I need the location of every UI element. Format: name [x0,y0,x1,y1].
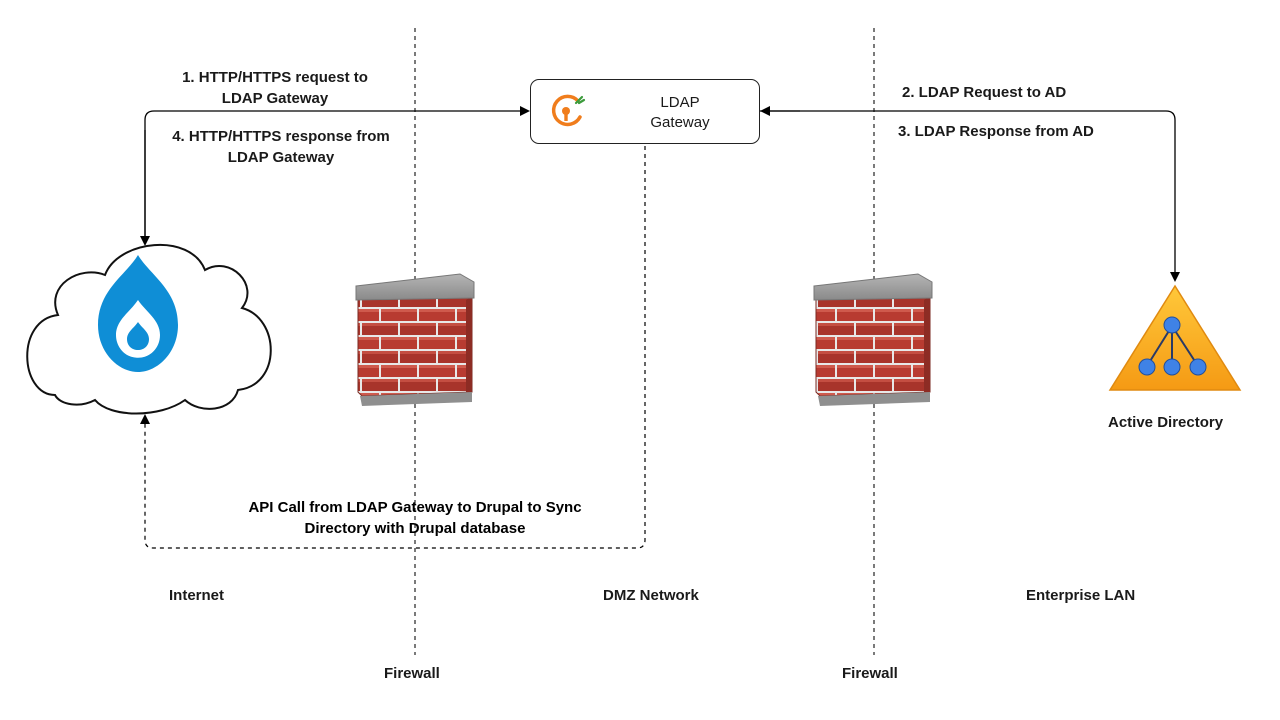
brick-wall-icon [357,291,473,397]
step1-request-label: 1. HTTP/HTTPS request to LDAP Gateway [160,67,390,109]
firewall-wall-right [813,273,933,406]
gateway-label-line1: LDAP [660,94,700,111]
api-sync-line2: Directory with Drupal database [304,520,526,537]
keyhole-logo-icon [551,94,586,127]
api-sync-line1: API Call from LDAP Gateway to Drupal to … [248,499,582,516]
active-directory-label: Active Directory [1108,414,1224,431]
ldap-arrow-to-ad [760,110,1180,282]
brick-wall-icon [815,291,931,397]
firewall-left-label: Firewall [384,665,440,682]
step1-line1: 1. HTTP/HTTPS request to [182,69,368,86]
api-sync-label: API Call from LDAP Gateway to Drupal to … [225,497,605,539]
gateway-label-line2: Gateway [650,114,710,131]
firewall-right-label: Firewall [842,665,898,682]
zone-dmz-label: DMZ Network [603,587,699,604]
step1-line2: LDAP Gateway [221,90,329,107]
request-arrow-to-gateway [144,106,530,242]
ldap-gateway-label: LDAP Gateway [600,93,760,133]
step2-ldap-request-label: 2. LDAP Request to AD [902,84,1067,101]
drupal-cloud [26,243,272,415]
zone-lan-label: Enterprise LAN [1026,587,1136,604]
step4-line2: LDAP Gateway [227,149,335,166]
active-directory-node [1108,284,1242,391]
drupal-drop-icon [98,255,178,372]
step3-ldap-response-label: 3. LDAP Response from AD [898,123,1094,140]
step4-response-label: 4. HTTP/HTTPS response from LDAP Gateway [150,126,412,168]
api-sync-dashed-arrow [140,146,646,549]
firewall-wall-left [355,273,475,406]
zone-internet-label: Internet [169,587,225,604]
step4-line1: 4. HTTP/HTTPS response from [172,128,390,145]
